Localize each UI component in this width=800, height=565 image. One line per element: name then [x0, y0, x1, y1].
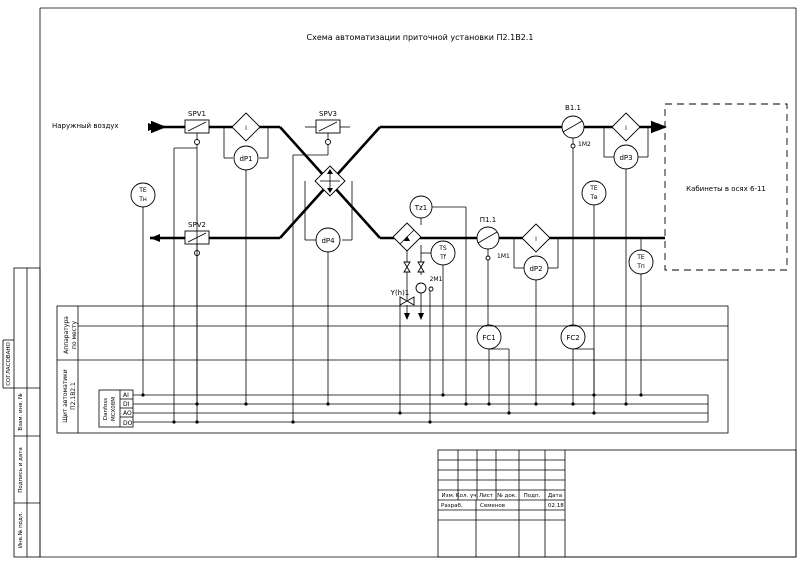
stamp-name: Семенов	[480, 503, 505, 509]
sheet-frame	[39, 7, 797, 558]
outdoor-temp-sensor: TE Tн	[130, 182, 156, 208]
te-outdoor-sub: Tн	[138, 196, 147, 203]
bus-connection-dots	[141, 393, 643, 424]
row-ao: AO	[123, 410, 132, 417]
supply-temp-sensor: TE Tп	[628, 238, 654, 275]
spv3-label: SPV3	[319, 110, 337, 118]
field-label-1: Аппаратура	[63, 316, 70, 354]
filter-1: I dP1	[223, 112, 269, 171]
frequency-converter-fc2: FC2	[560, 324, 586, 350]
side-sign-date: Подпись и дата	[18, 447, 24, 493]
stamp-date: 02.18	[548, 503, 564, 509]
spv1-label: SPV1	[188, 110, 206, 118]
stamp-role: Разраб.	[441, 503, 463, 509]
stamp-header-sign: Подп.	[524, 493, 541, 499]
dp2-label: dP2	[529, 265, 542, 273]
te-outdoor-label: TE	[138, 187, 147, 194]
filter-3-mark: I	[625, 125, 627, 132]
valve-pump-group: 2М1 Y(h)1	[390, 261, 443, 320]
pump-label: 2М1	[430, 276, 443, 283]
heating-coil	[392, 222, 422, 275]
heat-exchanger: dP4	[304, 165, 353, 253]
tz1-label: Tz1	[414, 204, 427, 212]
automation-panel: Аппаратура по месту Щит автоматики П2.1В…	[56, 305, 729, 434]
side-agreed: СОГЛАСОВАНО	[6, 342, 12, 386]
side-inv-orig: Инв.№ подл.	[18, 512, 24, 548]
te-supply-sub: Tп	[636, 263, 645, 270]
dp3-label: dP3	[619, 154, 632, 162]
damper-spv3: SPV3	[305, 110, 350, 145]
cabinet-label-1: Щит автоматики	[62, 369, 69, 422]
b11-label: В1.1	[565, 104, 581, 112]
signal-lines	[142, 145, 642, 422]
filter-1-mark: I	[245, 125, 247, 132]
controller-label-1: Danfoss	[103, 398, 109, 420]
field-label-2: по месту	[71, 321, 78, 350]
stamp-header-izm: Изм.	[442, 493, 455, 499]
rooms-zone: Кабинеты в осях 6-11	[664, 103, 788, 271]
m2-label: 1М2	[578, 141, 591, 148]
fc1-label: FC1	[482, 334, 495, 342]
side-replace-inv: Взам. инв. №	[18, 393, 24, 431]
room-temp-sensor: TE Tв	[581, 180, 607, 206]
stamp-header-kol: Кол. уч.	[456, 493, 479, 499]
filter-2-mark: I	[535, 236, 537, 243]
stamp-header-doc: № док.	[497, 493, 517, 499]
row-ai: AI	[123, 392, 129, 399]
ts-top-label: TS	[438, 245, 447, 252]
valve-label: Y(h)1	[390, 289, 410, 297]
cabinet-label-2: П2.1В2.1	[70, 382, 77, 410]
fc2-label: FC2	[566, 334, 579, 342]
stamp-header-list: Лист	[479, 493, 494, 499]
scheme-title: Схема автоматизации приточной установки …	[307, 33, 534, 42]
filter-2: I dP2	[513, 223, 559, 281]
dp4-label: dP4	[321, 237, 335, 245]
freeze-sensor-tz1: Tz1	[409, 195, 466, 225]
stamp-header-date: Дата	[548, 493, 562, 499]
p11-label: П1.1	[480, 216, 496, 224]
ts-bottom-label: Tf	[439, 254, 447, 261]
row-di: DI	[123, 401, 130, 408]
row-do: DO	[123, 420, 133, 427]
damper-spv1: SPV1	[184, 110, 210, 148]
te-room-label: TE	[589, 185, 598, 192]
te-room-sub: Tв	[589, 194, 598, 201]
dp1-label: dP1	[239, 155, 252, 163]
filter-3: I dP3	[603, 112, 649, 170]
return-water-sensor: TS Tf	[421, 240, 456, 266]
side-stamp: СОГЛАСОВАНО Взам. инв. № Подпись и дата …	[2, 267, 41, 558]
controller-label-2: MCX08M	[111, 397, 117, 421]
frequency-converter-fc1: FC1	[476, 324, 502, 350]
exhaust-fan: В1.1 1М2	[561, 104, 591, 149]
m1-label: 1М1	[497, 253, 510, 260]
te-supply-label: TE	[636, 254, 645, 261]
title-block: Изм. Кол. уч. Лист № док. Подп. Дата Раз…	[437, 449, 797, 558]
rooms-label: Кабинеты в осях 6-11	[686, 185, 766, 193]
outdoor-air-label: Наружный воздух	[52, 122, 119, 130]
